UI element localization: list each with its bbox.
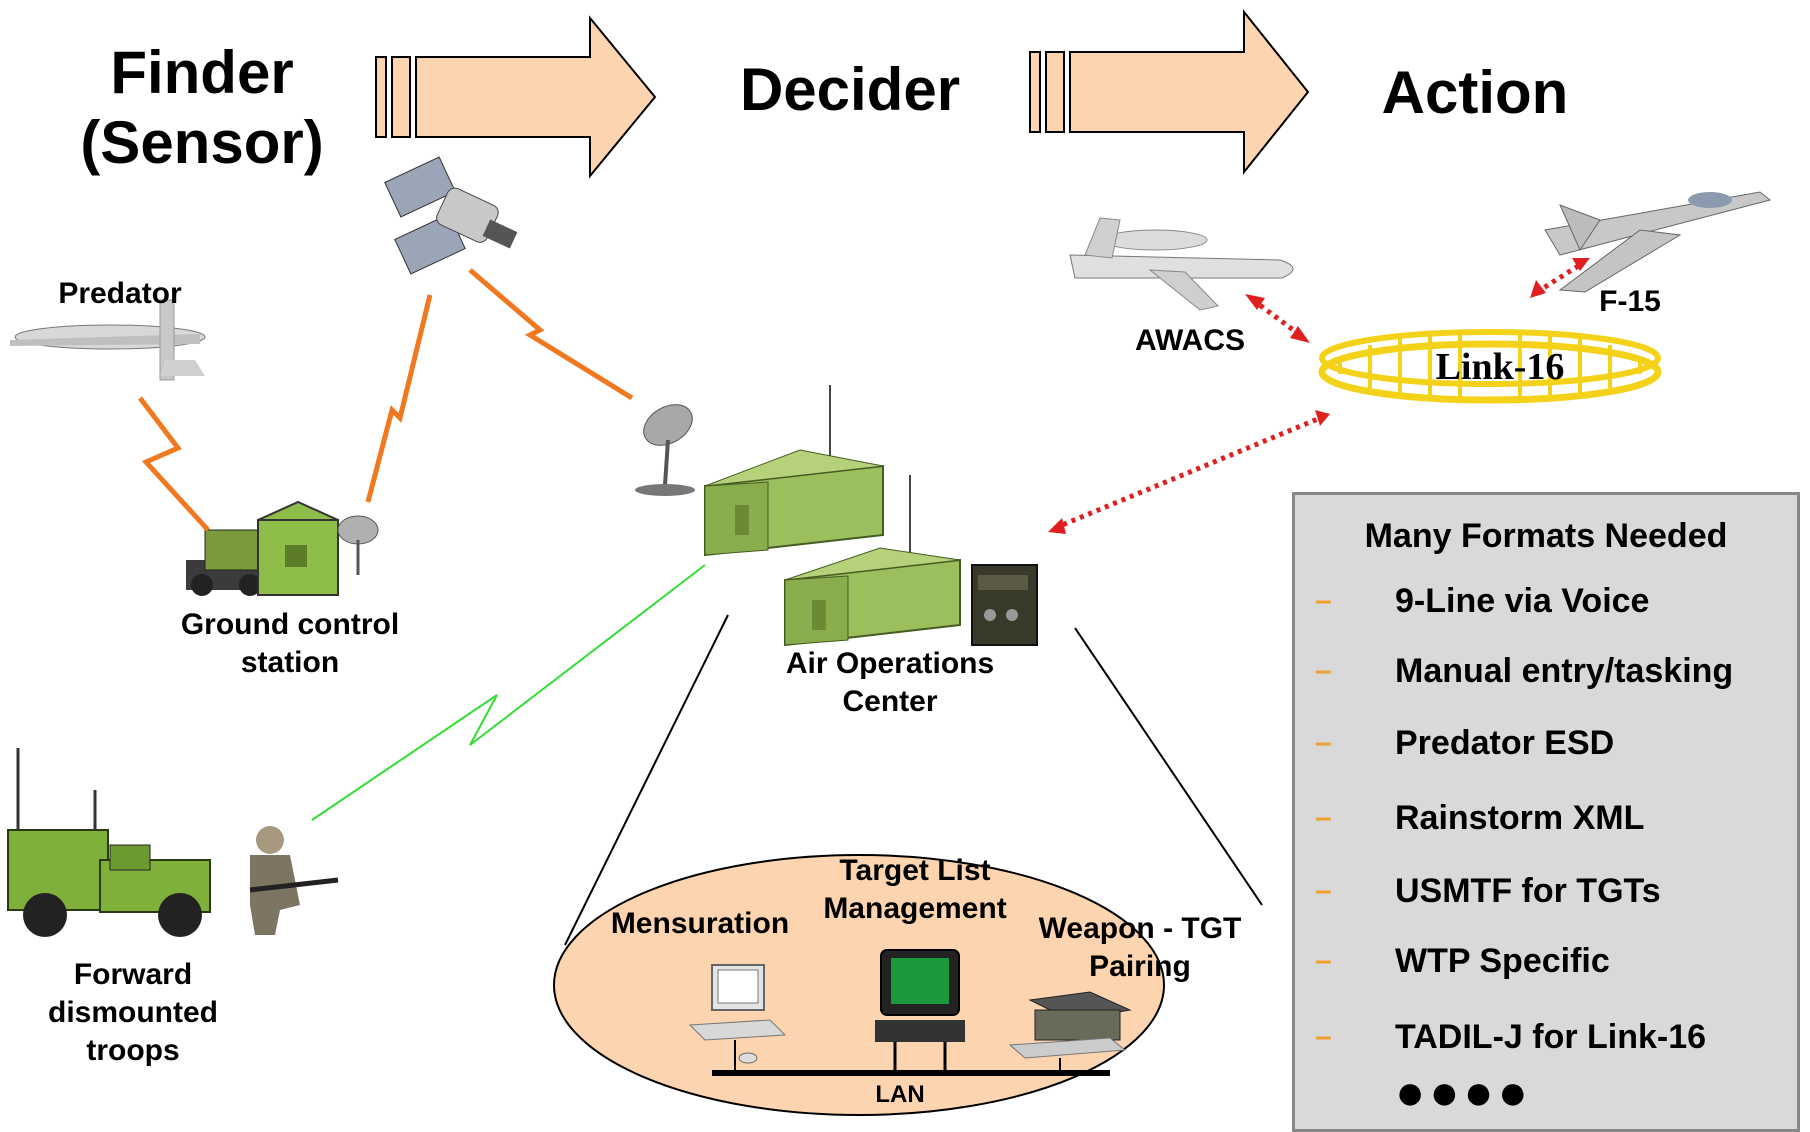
aoc-link16-link — [1054, 415, 1321, 531]
target-list-label-line2: Management — [823, 892, 1007, 925]
ground-control-label-line1: Ground control — [180, 608, 400, 641]
radio-equipment-icon — [971, 564, 1038, 646]
forward-troops-label-line1: Forward — [73, 958, 193, 991]
link16-ring — [1318, 329, 1662, 404]
dash-bullet: – — [1315, 944, 1332, 977]
predator-label: Predator — [58, 277, 182, 310]
format-item-text: 9-Line via Voice — [1395, 581, 1650, 620]
format-item-text: Manual entry/tasking — [1395, 651, 1734, 690]
arrow-finder-to-decider — [375, 15, 657, 179]
finder-label: Finder (Sensor) — [62, 38, 342, 178]
target-list-computer-icon — [875, 949, 965, 1073]
gcs-satellite-link — [365, 294, 433, 503]
arrowhead-awacs-ring — [1290, 326, 1310, 343]
predator-gcs-link — [138, 396, 210, 532]
format-item: – Rainstorm XML — [1315, 796, 1795, 840]
weapon-pairing-terminal-icon — [1008, 991, 1132, 1073]
dash-bullet: – — [1315, 726, 1332, 759]
format-item-text: Predator ESD — [1395, 723, 1615, 762]
f15-aircraft-icon — [1544, 191, 1772, 293]
format-item-text: Rainstorm XML — [1395, 798, 1645, 837]
dash-bullet: – — [1315, 874, 1332, 907]
soldier-icon — [249, 826, 339, 935]
zoom-line-right — [1074, 627, 1263, 906]
format-item: – Manual entry/tasking — [1315, 649, 1795, 693]
forward-troops-label-line2: dismounted — [48, 996, 218, 1029]
format-item: – TADIL-J for Link-16 — [1315, 1015, 1795, 1059]
arrowhead-f15-ring — [1530, 280, 1546, 298]
forward-troops-label: Forward dismounted troops — [28, 956, 238, 1070]
dash-bullet: – — [1315, 801, 1332, 834]
aoc-label-line2: Center — [842, 685, 938, 718]
finder-label-line2: (Sensor) — [80, 109, 324, 176]
formats-panel-title: Many Formats Needed — [1364, 517, 1728, 555]
ground-control-label: Ground control station — [160, 606, 420, 682]
format-item-text: TADIL-J for Link-16 — [1395, 1017, 1707, 1056]
awacs-aircraft-icon — [1069, 217, 1294, 311]
mensuration-label: Mensuration — [610, 907, 790, 940]
lan-label: LAN — [875, 1081, 925, 1108]
format-item: – USMTF for TGTs — [1315, 869, 1795, 913]
finder-label-line1: Finder — [110, 39, 294, 106]
weapon-pairing-label-line2: Pairing — [1089, 950, 1191, 983]
arrow-decider-to-action — [1029, 9, 1310, 175]
satellite-icon — [384, 156, 518, 275]
ground-control-label-line2: station — [240, 646, 340, 679]
aoc-dish-icon — [635, 404, 695, 496]
formats-panel: Many Formats Needed – 9-Line via Voice – M… — [1292, 492, 1800, 1132]
f15-label: F-15 — [1599, 285, 1661, 318]
humvee-icon — [7, 748, 211, 937]
decider-label: Decider — [739, 56, 961, 123]
awacs-label: AWACS — [1134, 324, 1245, 357]
ellipsis-dots: ●●●● — [1395, 1064, 1532, 1120]
link16-label: Link-16 — [1435, 346, 1565, 388]
arrowhead-aoc — [1048, 518, 1066, 534]
aoc-label: Air Operations Center — [765, 645, 1015, 721]
dash-bullet: – — [1315, 654, 1332, 687]
forward-troops-label-line3: troops — [86, 1034, 180, 1067]
awacs-link16-link — [1251, 297, 1302, 338]
arrowhead-f15 — [1572, 258, 1590, 271]
ground-control-station-icon — [186, 500, 379, 596]
aoc-building-1 — [704, 385, 884, 557]
dash-bullet: – — [1315, 1020, 1332, 1053]
aoc-building-2 — [784, 475, 961, 647]
target-list-label: Target List Management — [815, 852, 1015, 928]
format-item: – 9-Line via Voice — [1315, 579, 1795, 623]
format-item-text: WTP Specific — [1395, 941, 1610, 980]
dash-bullet: – — [1315, 584, 1332, 617]
lan-oval — [553, 854, 1165, 1116]
action-label: Action — [1381, 59, 1569, 126]
troops-aoc-link — [311, 564, 706, 821]
arrowhead-awacs — [1245, 294, 1265, 310]
f15-link16-link — [1535, 260, 1585, 295]
aoc-label-line1: Air Operations — [785, 647, 995, 680]
format-item: – Predator ESD — [1315, 721, 1795, 765]
satellite-aoc-link — [468, 268, 634, 401]
weapon-pairing-label-line1: Weapon - TGT — [1038, 912, 1242, 945]
format-item-text: USMTF for TGTs — [1395, 871, 1661, 910]
arrowhead-aoc-ring — [1315, 410, 1330, 426]
predator-uav-icon — [10, 299, 206, 381]
zoom-line-left — [564, 614, 729, 946]
target-list-label-line1: Target List — [839, 854, 991, 887]
mensuration-computer-icon — [688, 964, 787, 1073]
weapon-pairing-label: Weapon - TGT Pairing — [1020, 910, 1260, 986]
format-item: – WTP Specific — [1315, 939, 1795, 983]
